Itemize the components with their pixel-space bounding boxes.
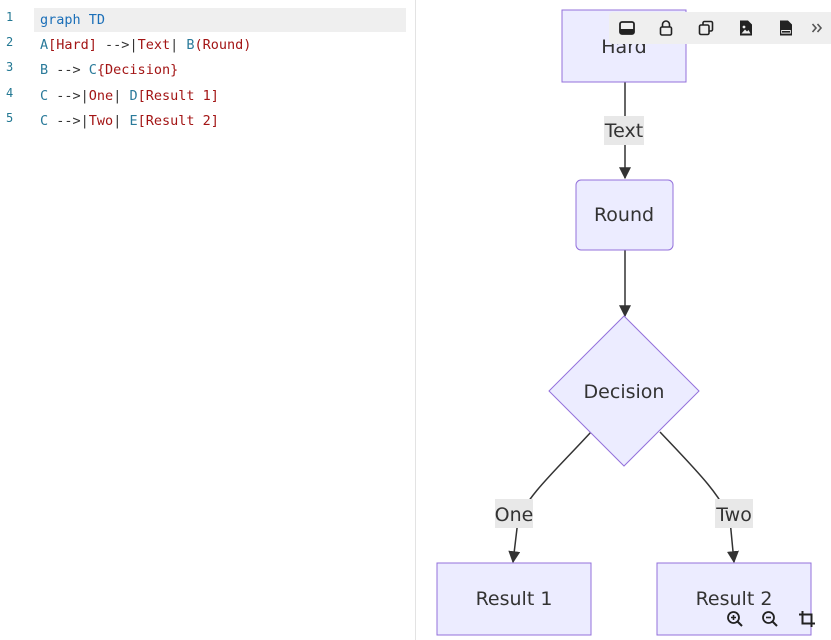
node-round[interactable] [575, 179, 674, 251]
code-token: E [129, 113, 138, 129]
code-token: | [170, 37, 187, 53]
edge-label-text: Text [604, 120, 643, 142]
node-result-1-label: Result 1 [476, 588, 553, 610]
code-token: [Result 2] [137, 113, 219, 129]
export-image-button[interactable] [730, 12, 762, 44]
line-number: 1 [6, 10, 14, 24]
code-text[interactable]: graph TD [40, 12, 105, 28]
code-editor[interactable]: 1 graph TD 2 A[Hard] -->|Text| B(Round) … [0, 0, 416, 640]
code-token: --> [48, 113, 81, 129]
crop-button[interactable] [794, 606, 820, 632]
code-text[interactable]: B --> C{Decision} [40, 62, 178, 78]
edge-decision-result2 [659, 431, 739, 564]
line-number: 4 [6, 86, 14, 100]
code-token: | [80, 113, 89, 129]
line-number: 3 [6, 60, 14, 74]
code-token: --> [48, 62, 89, 78]
code-token: C [40, 88, 49, 104]
node-result-1[interactable] [436, 562, 592, 636]
edge-label-two: Two [715, 504, 752, 526]
edge-label-two-bg [715, 499, 753, 528]
code-text[interactable]: A[Hard] -->|Text| B(Round) [40, 37, 251, 53]
png-icon [780, 20, 792, 36]
panel-toggle-button[interactable] [611, 12, 643, 44]
code-token: | [80, 88, 89, 104]
code-token: | [129, 37, 138, 53]
code-token: [Result 1] [137, 88, 219, 104]
editor-line[interactable]: 2 A[Hard] -->|Text| B(Round) [0, 33, 415, 58]
editor-line[interactable]: 1 graph TD [0, 8, 415, 33]
code-token: D [129, 88, 138, 104]
node-result-2-label: Result 2 [696, 588, 773, 610]
code-token: {Decision} [96, 62, 179, 78]
code-token: | [113, 88, 130, 104]
panel-icon [619, 21, 635, 35]
zoom-out-icon [762, 611, 778, 627]
code-token: B [186, 37, 195, 53]
line-number: 2 [6, 35, 14, 49]
code-text[interactable]: C -->|One| D[Result 1] [40, 88, 219, 104]
editor-line[interactable]: 3 B --> C{Decision} [0, 58, 415, 83]
code-token: Two [88, 113, 114, 129]
code-token: graph TD [40, 12, 106, 28]
code-token: Text [137, 37, 171, 53]
editor-line[interactable]: 4 C -->|One| D[Result 1] [0, 84, 415, 109]
diagram-preview[interactable]: Hard Round Decision Result 1 Result 2 Te… [416, 0, 831, 640]
image-icon [740, 20, 752, 36]
code-token: C [40, 113, 49, 129]
zoom-out-button[interactable] [757, 606, 783, 632]
edge-label-one: One [495, 504, 534, 526]
copy-icon [698, 20, 714, 36]
zoom-in-icon [727, 611, 743, 627]
code-token: A [40, 37, 49, 53]
code-token: --> [48, 88, 81, 104]
node-decision[interactable] [548, 315, 700, 467]
crop-icon [799, 611, 815, 627]
flowchart-svg: Hard Round Decision Result 1 Result 2 Te… [436, 9, 812, 636]
code-token: --> [96, 37, 130, 53]
lock-icon [659, 20, 673, 36]
lock-button[interactable] [650, 12, 682, 44]
current-line-highlight [34, 8, 406, 32]
more-icon [811, 23, 823, 33]
copy-button[interactable] [690, 12, 722, 44]
code-token: B [40, 62, 49, 78]
code-token: [Hard] [48, 37, 97, 53]
node-round-label: Round [594, 204, 654, 226]
code-token: (Round) [194, 37, 252, 53]
more-button[interactable] [803, 12, 831, 44]
code-token: One [88, 88, 114, 104]
export-png-button[interactable] [770, 12, 802, 44]
code-text[interactable]: C -->|Two| E[Result 2] [40, 113, 219, 129]
edge-label-one-bg [495, 499, 533, 528]
code-token: C [88, 62, 97, 78]
edge-label-text-bg [604, 116, 644, 145]
editor-line[interactable]: 5 C -->|Two| E[Result 2] [0, 109, 415, 134]
node-decision-label: Decision [584, 381, 665, 403]
code-token: | [113, 113, 130, 129]
edge-decision-result1 [508, 431, 592, 564]
line-number: 5 [6, 111, 14, 125]
preview-toolbar [609, 12, 831, 44]
zoom-in-button[interactable] [722, 606, 748, 632]
